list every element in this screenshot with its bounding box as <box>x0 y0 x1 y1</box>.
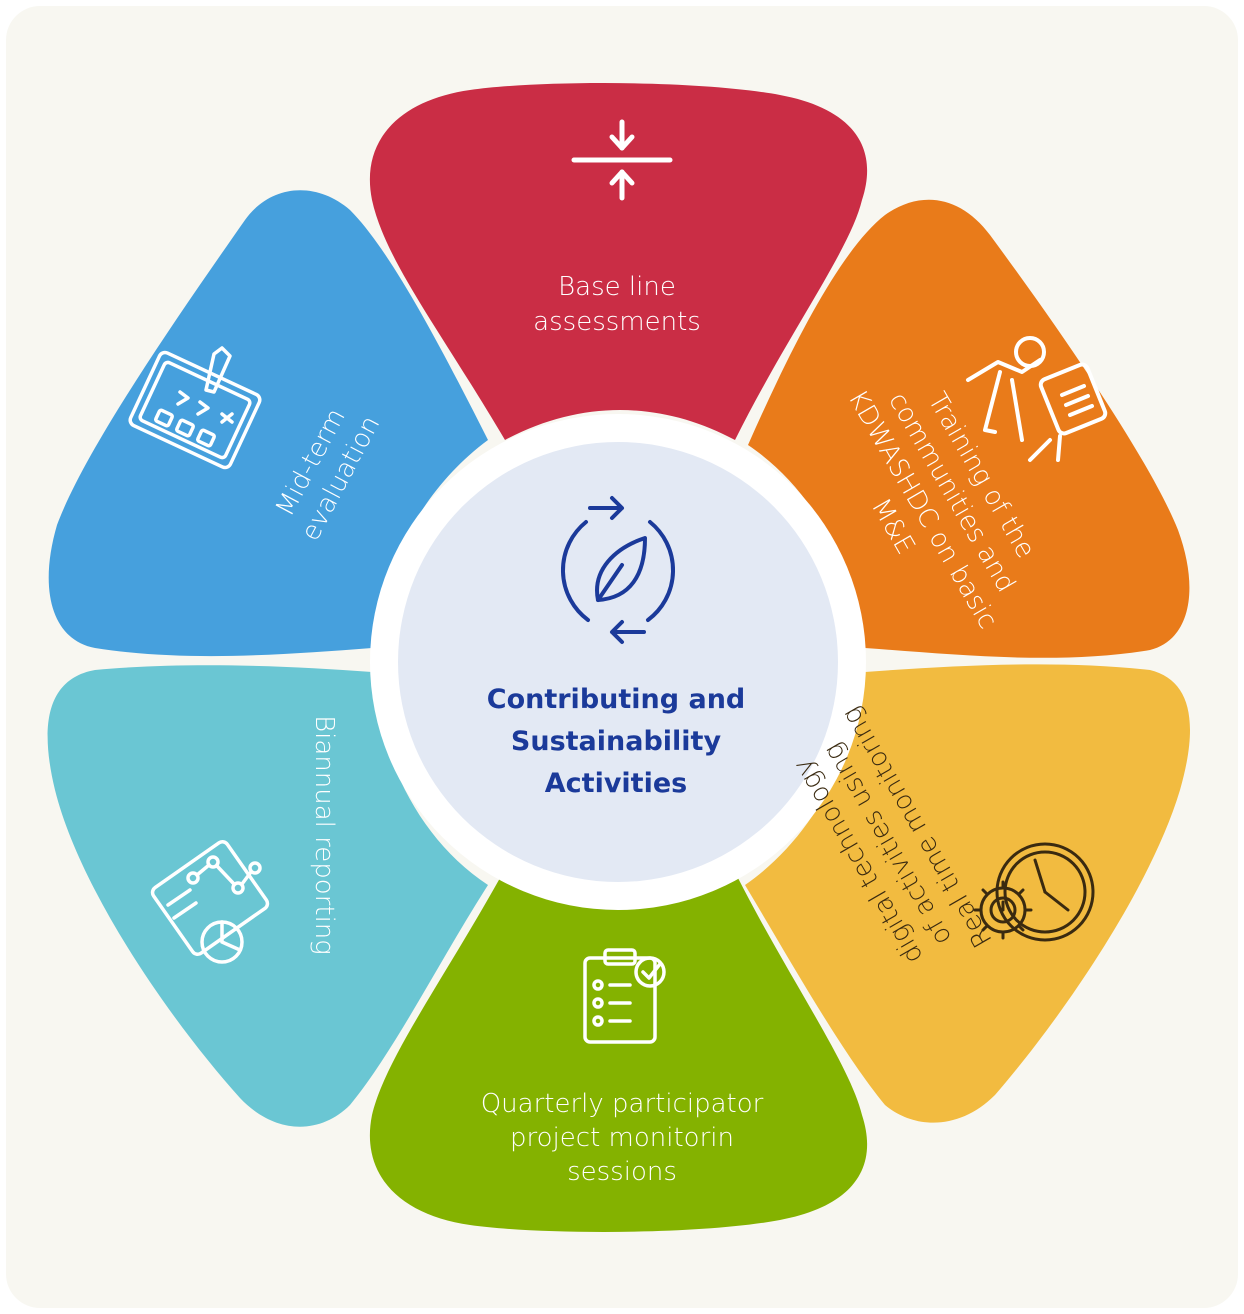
checklist-clipboard-icon <box>583 948 666 1044</box>
segment-baseline <box>369 83 868 441</box>
quarterly-label-line-3: sessions <box>567 1157 677 1187</box>
quarterly-label-line-2: project monitorin <box>510 1123 734 1153</box>
code-evaluation-icon <box>128 346 262 470</box>
baseline-label-line-1: Base line <box>558 272 676 302</box>
segment-training <box>748 199 1190 658</box>
biannual-label-line-1: Biannual reporting <box>309 715 339 955</box>
gear-clock-icon <box>973 842 1095 942</box>
center-title-line-2: Sustainability <box>511 726 722 757</box>
report-chart-icon <box>150 840 270 964</box>
segment-quarterly <box>369 878 868 1232</box>
segment-midterm <box>48 190 488 657</box>
center-disc <box>398 442 838 882</box>
baseline-label-line-2: assessments <box>533 307 701 337</box>
trainer-presentation-icon <box>966 336 1108 462</box>
segment-biannual <box>47 665 488 1127</box>
center-title-line-3: Activities <box>545 768 687 799</box>
compress-arrows-icon <box>571 119 673 201</box>
leaf-cycle-icon <box>560 496 676 644</box>
quarterly-label-line-1: Quarterly participator <box>481 1089 764 1119</box>
segment-realtime <box>745 664 1190 1123</box>
biannual-label: Biannual reporting <box>309 715 339 955</box>
center-title-line-1: Contributing and <box>487 684 746 715</box>
